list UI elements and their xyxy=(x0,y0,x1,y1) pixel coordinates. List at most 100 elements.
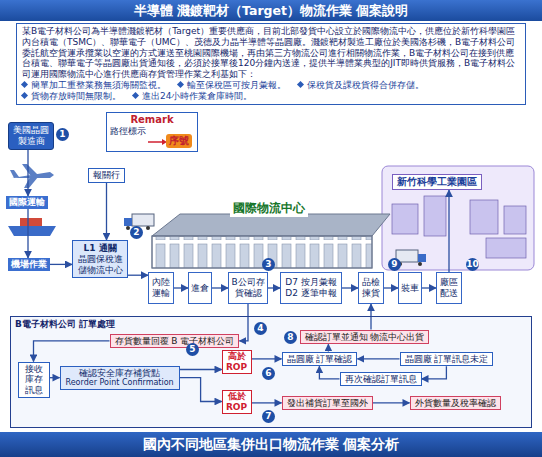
node-text: 新竹科學工業園區 xyxy=(397,176,477,188)
drawing-part xyxy=(470,200,498,234)
node-text: 進倉 xyxy=(191,283,209,294)
airport-label: 機場作業 xyxy=(8,258,50,271)
order-step: 晶圓廠 訂單確認 xyxy=(282,352,358,367)
node-text: 序號 xyxy=(169,135,189,147)
flow-arrow xyxy=(342,287,358,288)
bullet-item: 進出24小時作業倉庫時間。 xyxy=(133,91,252,102)
drawing-part xyxy=(152,214,390,236)
node-text: 機場作業 xyxy=(11,259,47,270)
flow-arrow xyxy=(106,183,107,240)
bullet-item: 輸至保稅區可按月彙報。 xyxy=(178,80,286,91)
callout-number: 7 xyxy=(262,410,275,423)
drawing-part xyxy=(132,214,154,226)
drawing-part xyxy=(504,206,526,234)
node-text: Reorder Point Confirmation xyxy=(66,378,174,388)
node-text: 晶圓廠 訂單訊息未定 xyxy=(405,354,489,365)
flow-arrow xyxy=(180,378,222,402)
park-label: 新竹科學工業園區 xyxy=(392,174,482,190)
order-step: 確認訂單並通知 物流中心出貨 xyxy=(300,330,430,345)
callout-number: 9 xyxy=(388,258,401,271)
drawing-part xyxy=(146,226,150,230)
node-text: 高於 ROP xyxy=(224,351,250,373)
drawing-part xyxy=(8,226,56,236)
callout-number: 6 xyxy=(262,367,275,380)
drawing-part xyxy=(10,170,19,178)
transport-label: 國際運輸 xyxy=(6,196,48,209)
order-step: 接收庫存訊息 xyxy=(18,362,50,398)
node-text: B公司存貨確認 xyxy=(230,277,266,299)
drawing-part xyxy=(392,204,418,234)
process-box: 裝車 xyxy=(398,272,422,304)
order-step: 外貨數量及稅率確認 xyxy=(410,396,501,411)
flow-arrow xyxy=(384,287,398,288)
order-step: 再次確認訂單訊息 xyxy=(340,372,422,387)
flow-arrow xyxy=(252,358,282,359)
drawing-part xyxy=(20,218,42,226)
bullet-text: 貨物存放時間無限制。 xyxy=(31,91,121,101)
remark-ground xyxy=(106,112,198,152)
science-park-area xyxy=(382,166,534,270)
flow-arrow xyxy=(128,275,148,276)
drawing-part xyxy=(418,262,422,266)
flow-arrow xyxy=(319,366,339,379)
callout-number: 2 xyxy=(130,226,143,239)
trucks xyxy=(124,214,426,266)
flow-arrow xyxy=(357,358,399,359)
flow-arrow xyxy=(373,402,410,403)
node-text: L1 通關 xyxy=(75,243,125,254)
bullet-item: 貨物存放時間無限制。 xyxy=(22,91,121,102)
node-text: 晶圓保稅進儲物流中心 xyxy=(75,254,125,276)
bullet-item: 簡單加工重整業務無須海關監視。 xyxy=(22,80,166,91)
callout-number: 1 xyxy=(56,128,69,141)
path-sample-arrow xyxy=(148,139,167,145)
flow-arrow xyxy=(268,287,280,288)
flow-arrow xyxy=(328,344,329,351)
drawing-part xyxy=(124,218,132,226)
order-step: 發出補貨訂單至國外 xyxy=(282,396,373,411)
node-text: Remark xyxy=(110,114,194,126)
node-text: 某B電子材料公司為半導體濺鍍靶材（Target）重要供應商，目前北部發貨中心設立… xyxy=(22,26,515,79)
node-text: 發出補貨訂單至國外 xyxy=(287,398,368,409)
order-panel-ground xyxy=(10,316,532,428)
bullet-text: 簡單加工重整業務無須海關監視。 xyxy=(31,80,166,90)
broker-box: 報關行 xyxy=(88,168,125,183)
bullet-mark xyxy=(132,92,139,99)
customs-box: L1 通關晶圓保稅進儲物流中心 xyxy=(72,240,128,278)
bullet-mark xyxy=(177,81,184,88)
node-text: 再次確認訂單訊息 xyxy=(345,374,417,385)
process-box: 廠區配送 xyxy=(436,272,462,304)
ship-icon xyxy=(8,218,56,236)
rop-box: 低於 ROP xyxy=(222,390,252,414)
bullet-mark xyxy=(21,81,28,88)
node-text: 確認訂單並通知 物流中心出貨 xyxy=(305,332,425,343)
node-text: 裝車 xyxy=(401,283,419,294)
bullet-mark xyxy=(297,81,304,88)
callout-number: 5 xyxy=(186,343,199,356)
order-step: 存貨數量回覆 B 電子材料公司 xyxy=(110,334,240,349)
bullet-text: 輸至保稅區可按月彙報。 xyxy=(187,80,286,90)
flow-arrow xyxy=(50,377,60,378)
sequence-sample: 序號 xyxy=(166,134,192,148)
node-text: 廠區配送 xyxy=(438,277,460,299)
bullet-mark xyxy=(21,92,28,99)
area-label: 國際物流中心 xyxy=(230,200,308,217)
node-text: 晶圓廠 訂單確認 xyxy=(287,354,353,365)
callout-number: 3 xyxy=(262,258,275,271)
bullet-item: 保稅貨及課稅貨得合併存儲。 xyxy=(298,80,424,91)
process-box: B公司存貨確認 xyxy=(228,272,268,304)
node-text: D7 按月彙報 xyxy=(285,277,337,288)
flow-arrow xyxy=(27,150,28,196)
callout-number: 4 xyxy=(254,322,267,335)
flow-arrow xyxy=(174,287,188,288)
flow-arrow xyxy=(50,264,72,265)
flow-arrow xyxy=(180,369,222,370)
process-box: 內陸運輸 xyxy=(148,272,174,304)
node-text: 存貨數量回覆 B 電子材料公司 xyxy=(115,336,235,347)
flow-arrow xyxy=(34,341,110,362)
process-box: D7 按月彙報D2 逐筆申報 xyxy=(280,272,342,304)
title-bar: 半導體 濺鍍靶材（Target）物流作業 個案說明 xyxy=(0,0,542,21)
bullet-text: 保稅貨及課稅貨得合併存儲。 xyxy=(307,80,424,90)
node-text: 國際運輸 xyxy=(9,197,45,208)
callout-number: 10 xyxy=(466,258,479,271)
